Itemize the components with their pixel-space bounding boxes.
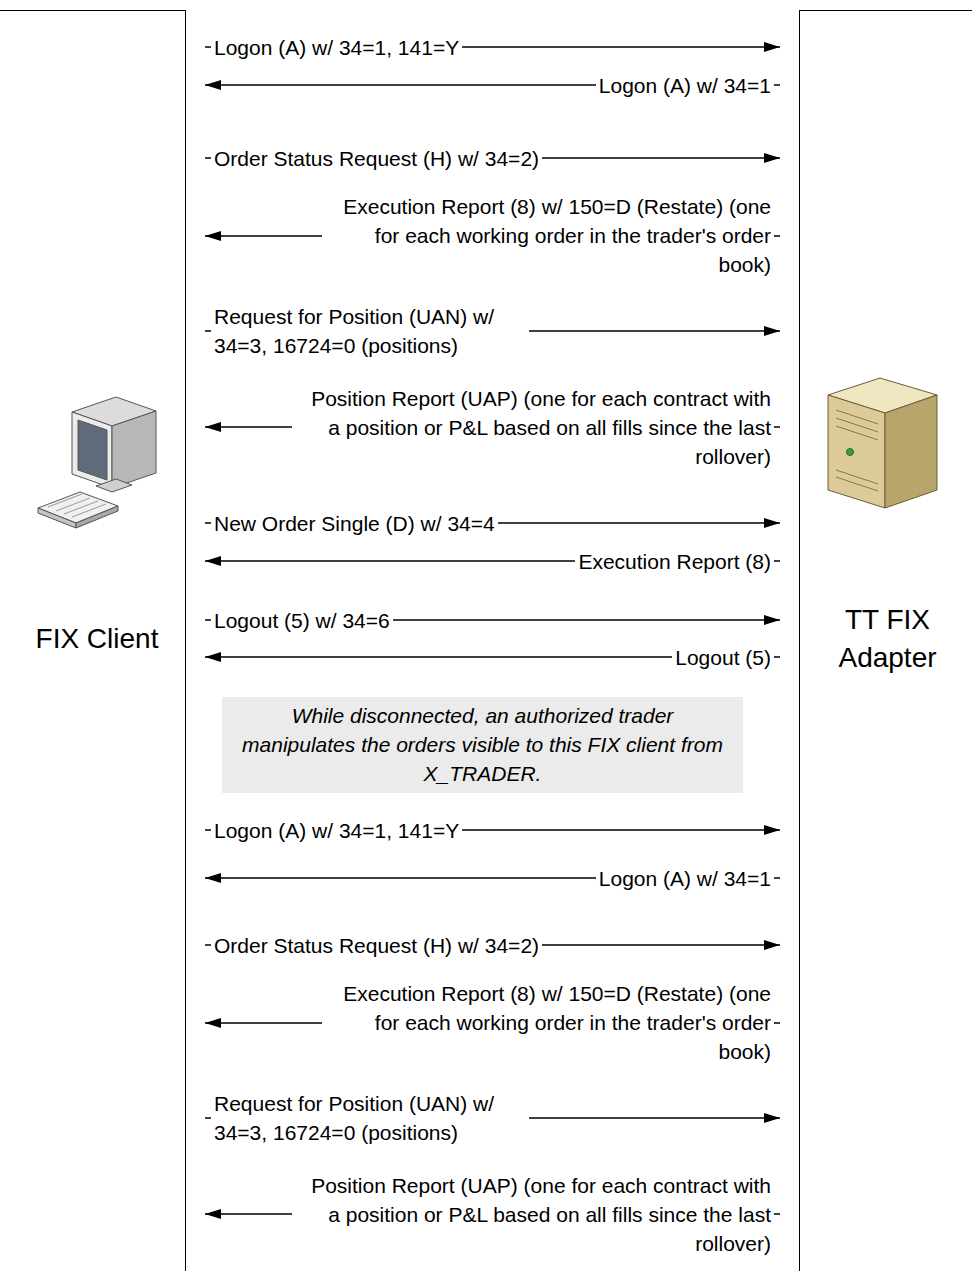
- message-label: Position Report (UAP) (one for each cont…: [292, 1171, 774, 1258]
- message-label: Order Status Request (H) w/ 34=2): [211, 931, 542, 960]
- server-front: [828, 395, 885, 508]
- message-label: Logon (A) w/ 34=1: [596, 864, 774, 893]
- monitor-stand: [96, 479, 132, 492]
- note-box: While disconnected, an authorized trader…: [222, 697, 743, 793]
- keyboard-keys: [48, 494, 106, 517]
- message-label: Logout (5): [672, 643, 774, 672]
- lifeline-box: FIX Client: [0, 10, 186, 1271]
- server-side: [885, 395, 937, 508]
- server-led: [847, 449, 854, 456]
- lifeline-box: TT FIX Adapter: [799, 10, 972, 1271]
- server-slots: [836, 410, 878, 491]
- message-label: Logon (A) w/ 34=1: [596, 71, 774, 100]
- server-icon: [828, 378, 937, 508]
- message-label: Logon (A) w/ 34=1, 141=Y: [211, 33, 462, 62]
- computer-icon: [38, 397, 156, 528]
- message-label: Logon (A) w/ 34=1, 141=Y: [211, 816, 462, 845]
- message-label: Logout (5) w/ 34=6: [211, 606, 393, 635]
- message-label: Request for Position (UAN) w/ 34=3, 1672…: [211, 302, 529, 360]
- monitor-front: [72, 412, 112, 488]
- message-label: Request for Position (UAN) w/ 34=3, 1672…: [211, 1089, 529, 1147]
- message-label: Execution Report (8) w/ 150=D (Restate) …: [322, 192, 774, 279]
- node-label: While disconnected, an authorized trader…: [234, 701, 731, 788]
- keyboard: [38, 492, 118, 523]
- monitor-screen: [78, 420, 107, 480]
- node-label: FIX Client: [13, 621, 181, 657]
- message-label: New Order Single (D) w/ 34=4: [211, 509, 498, 538]
- message-label: Position Report (UAP) (one for each cont…: [292, 384, 774, 471]
- message-label: Execution Report (8) w/ 150=D (Restate) …: [322, 979, 774, 1066]
- node-label: TT FIX Adapter: [804, 601, 971, 677]
- message-label: Order Status Request (H) w/ 34=2): [211, 144, 542, 173]
- message-label: Execution Report (8): [575, 547, 774, 576]
- keyboard-edge: [76, 506, 118, 528]
- monitor-side: [112, 411, 156, 488]
